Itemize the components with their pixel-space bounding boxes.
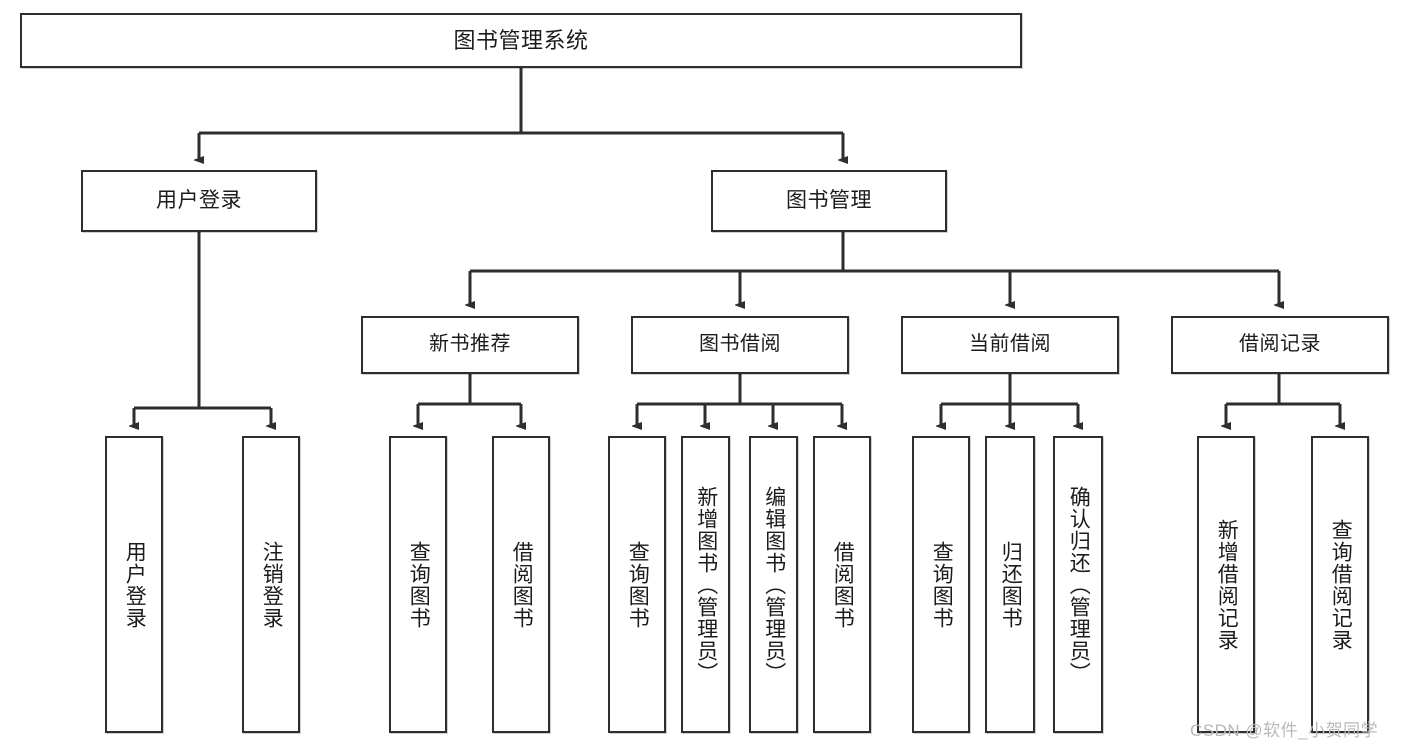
node-leaf-borrow-book-1[interactable]: 借阅图书 [492, 436, 550, 733]
watermark-text: CSDN @软件_小贺同学 [1190, 721, 1379, 740]
node-leaf-edit-book[interactable]: 编辑图书（管理员） [749, 436, 798, 733]
node-leaf-borrow-book-2-label: 借阅图书 [831, 540, 855, 629]
node-leaf-return-book[interactable]: 归还图书 [985, 436, 1035, 733]
node-leaf-confirm-return[interactable]: 确认归还（管理员） [1053, 436, 1103, 733]
node-user-login[interactable]: 用户登录 [81, 170, 317, 232]
node-leaf-borrow-book-1-label: 借阅图书 [510, 540, 534, 629]
node-root-label: 图书管理系统 [453, 27, 589, 53]
node-new-book-recommend-label: 新书推荐 [429, 333, 511, 356]
node-leaf-query-book-3[interactable]: 查询图书 [912, 436, 970, 733]
node-book-management[interactable]: 图书管理 [711, 170, 947, 232]
node-leaf-user-login[interactable]: 用户登录 [105, 436, 163, 733]
node-leaf-add-record-label: 新增借阅记录 [1215, 518, 1239, 651]
node-leaf-add-book[interactable]: 新增图书（管理员） [681, 436, 730, 733]
node-leaf-user-login-label: 用户登录 [123, 540, 147, 629]
node-leaf-query-book-2-label: 查询图书 [626, 540, 650, 629]
node-book-borrow[interactable]: 图书借阅 [631, 316, 849, 374]
node-leaf-add-record[interactable]: 新增借阅记录 [1197, 436, 1255, 733]
node-leaf-confirm-return-label: 确认归还（管理员） [1067, 485, 1091, 684]
node-root[interactable]: 图书管理系统 [20, 13, 1022, 68]
node-new-book-recommend[interactable]: 新书推荐 [361, 316, 579, 374]
node-user-login-label: 用户登录 [156, 188, 242, 212]
node-leaf-logout-login[interactable]: 注销登录 [242, 436, 300, 733]
node-borrow-record-label: 借阅记录 [1239, 333, 1321, 356]
node-leaf-query-book-2[interactable]: 查询图书 [608, 436, 666, 733]
node-current-borrow-label: 当前借阅 [969, 333, 1051, 356]
node-leaf-query-book-3-label: 查询图书 [930, 540, 954, 629]
node-leaf-add-book-label: 新增图书（管理员） [694, 485, 718, 684]
node-leaf-query-record[interactable]: 查询借阅记录 [1311, 436, 1369, 733]
node-current-borrow[interactable]: 当前借阅 [901, 316, 1119, 374]
node-leaf-edit-book-label: 编辑图书（管理员） [762, 485, 786, 684]
node-book-borrow-label: 图书借阅 [699, 333, 781, 356]
node-leaf-query-record-label: 查询借阅记录 [1329, 518, 1353, 651]
node-leaf-query-book-1-label: 查询图书 [407, 540, 431, 629]
node-leaf-logout-login-label: 注销登录 [260, 540, 284, 629]
node-book-management-label: 图书管理 [786, 188, 872, 212]
node-leaf-query-book-1[interactable]: 查询图书 [389, 436, 447, 733]
node-leaf-borrow-book-2[interactable]: 借阅图书 [813, 436, 871, 733]
node-borrow-record[interactable]: 借阅记录 [1171, 316, 1389, 374]
node-leaf-return-book-label: 归还图书 [999, 540, 1023, 629]
